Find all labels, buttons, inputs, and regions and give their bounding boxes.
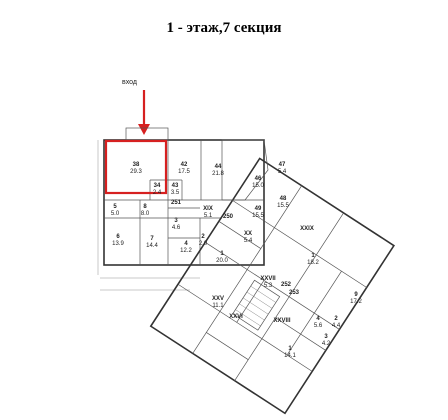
room-number-room-xx: XX (244, 231, 252, 237)
entrance-arrow-head (138, 124, 150, 135)
room-number-room-2: 2 (201, 234, 205, 240)
room-number-room-1: 1 (220, 251, 224, 257)
room-labels: 3829.34217.54421.8342.4433.54615.0475.44… (111, 162, 363, 359)
room-number-room-xxvi: XXVI (229, 314, 243, 320)
room-area-room-46: 15.0 (252, 183, 264, 189)
room-number-room-7: 7 (150, 236, 154, 242)
room-number-room-43: 43 (172, 183, 179, 189)
room-area-room-48: 15.5 (277, 203, 289, 209)
room-number-room-252: 252 (281, 282, 292, 288)
room-area-room-47: 5.4 (278, 169, 287, 175)
room-number-room-xix: XIX (203, 206, 213, 212)
room-number-room-44: 44 (215, 164, 222, 170)
room-area-room-xix: 5.1 (204, 213, 213, 219)
room-number-room-1c: 1 (288, 346, 292, 352)
room-number-room-2b: 2 (334, 316, 338, 322)
highlighted-room-38[interactable] (104, 139, 168, 195)
room-number-room-4: 4 (184, 241, 188, 247)
room-area-room-38: 29.3 (130, 169, 142, 175)
room-number-room-251: 251 (171, 200, 182, 206)
room-area-room-44: 21.8 (212, 171, 224, 177)
room-area-room-42: 17.5 (178, 169, 190, 175)
room-number-room-34: 34 (154, 183, 161, 189)
room-number-room-3: 3 (174, 218, 178, 224)
room-number-room-xxvii: XXVII (260, 276, 276, 282)
room-number-room-9: 9 (354, 292, 358, 298)
left-block (97, 127, 265, 291)
room-area-room-5: 5.0 (111, 211, 120, 217)
room-number-room-6: 6 (116, 234, 120, 240)
room-area-room-1c: 14.1 (284, 353, 296, 359)
room-area-room-7: 14.4 (146, 243, 158, 249)
room-area-room-1: 20.0 (216, 258, 228, 264)
room-area-room-8: 8.0 (141, 211, 150, 217)
room-number-room-49: 49 (255, 206, 262, 212)
room-area-room-4b: 5.6 (314, 323, 323, 329)
room-number-room-8: 8 (143, 204, 147, 210)
room-number-room-xxix: XXIX (300, 226, 314, 232)
room-area-room-34: 2.4 (153, 190, 162, 196)
room-number-room-48: 48 (280, 196, 287, 202)
room-number-room-46: 46 (255, 176, 262, 182)
room-area-room-3: 4.6 (172, 225, 181, 231)
room-number-room-4b: 4 (316, 316, 320, 322)
room-area-room-9: 17.2 (350, 299, 362, 305)
room-area-room-49: 15.5 (252, 213, 264, 219)
room-number-room-42: 42 (181, 162, 188, 168)
room-number-room-1b: 1 (311, 253, 315, 259)
room-area-room-6: 13.9 (112, 241, 124, 247)
room-area-room-4: 12.2 (180, 248, 192, 254)
room-area-room-xx: 5.4 (244, 238, 253, 244)
room-number-room-38: 38 (133, 162, 140, 168)
room-area-room-xxv: 11.1 (212, 303, 224, 309)
room-number-room-xxv: XXV (212, 296, 224, 302)
room-area-room-1b: 18.2 (307, 260, 319, 266)
room-number-room-xxviii: XXVIII (273, 318, 290, 324)
room-area-room-43: 3.5 (171, 190, 180, 196)
right-block (149, 157, 395, 415)
room-area-room-2b: 4.4 (332, 323, 341, 329)
room-number-room-253: 253 (289, 290, 300, 296)
room-area-room-xxvii: 5.3 (264, 283, 273, 289)
room-area-room-2: 2.0 (199, 241, 208, 247)
room-number-room-250: 250 (223, 214, 234, 220)
room-area-room-3b: 4.2 (322, 341, 331, 347)
room-number-room-47: 47 (279, 162, 286, 168)
entrance-label: вход (122, 79, 137, 86)
room-number-room-3b: 3 (324, 334, 328, 340)
room-number-room-5: 5 (113, 204, 117, 210)
page-title: 1 - этаж,7 секция (166, 20, 282, 36)
connector-wall (221, 139, 269, 201)
